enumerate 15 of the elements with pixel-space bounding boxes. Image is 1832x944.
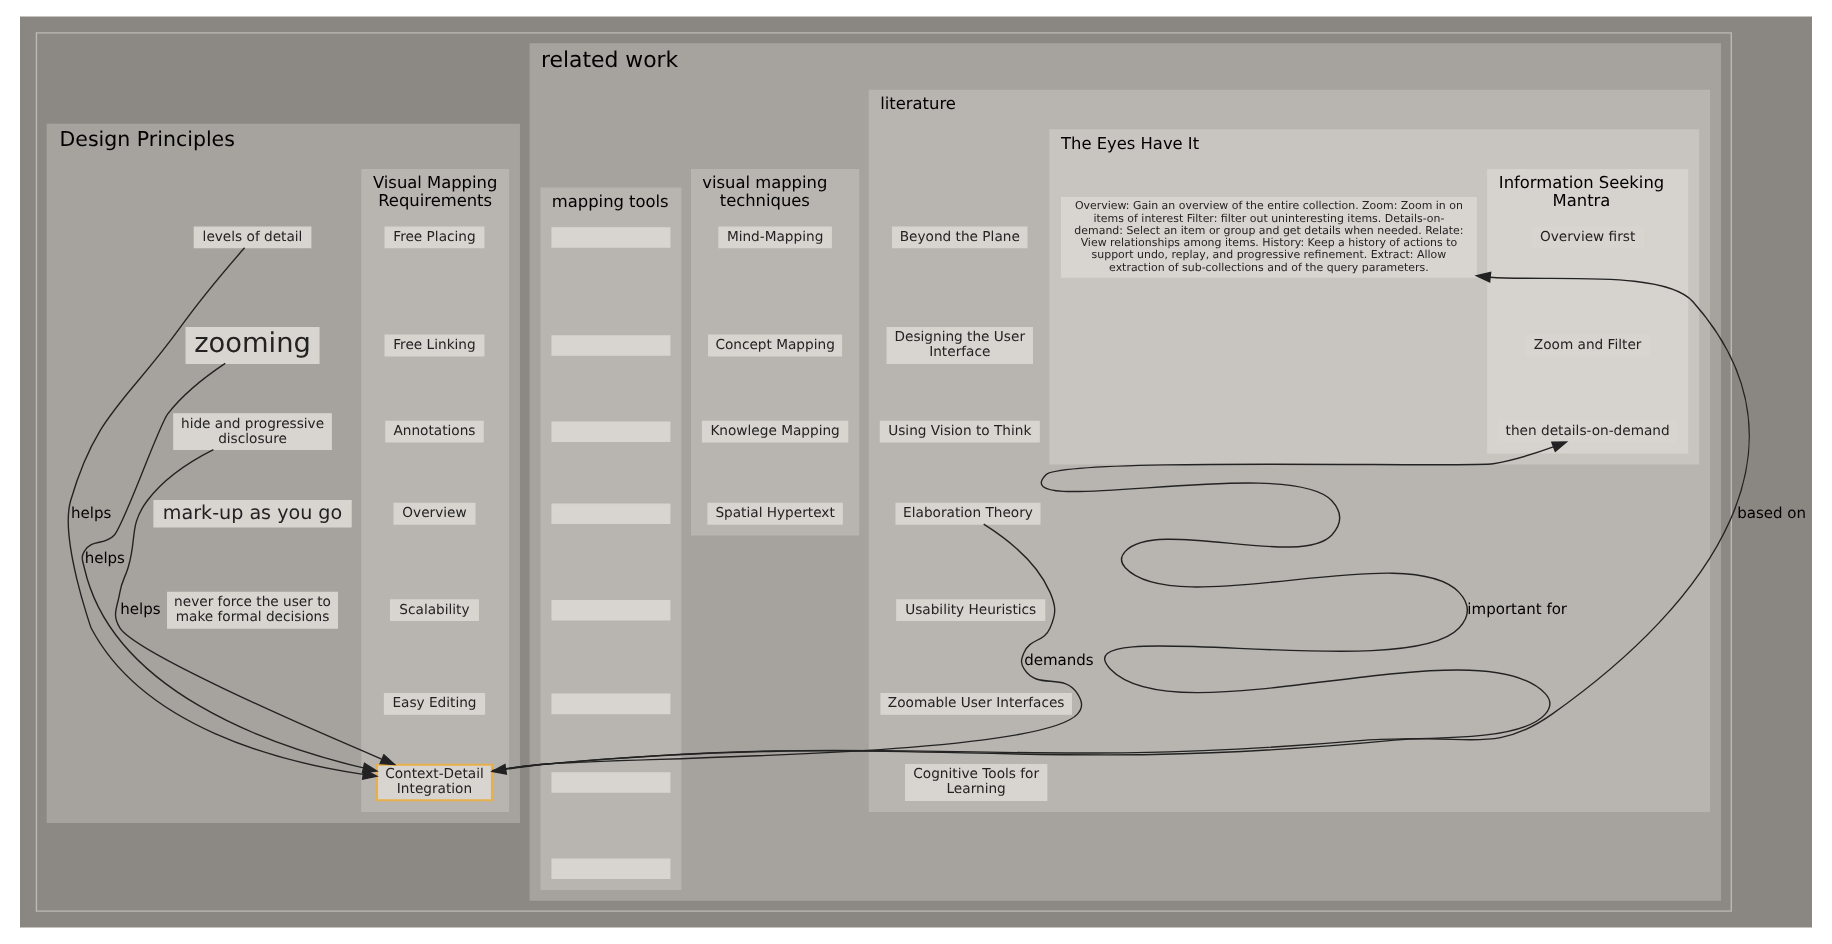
node-box: mark-up as you go: [153, 500, 352, 528]
cluster: mapping tools: [540, 187, 682, 890]
node-box: [551, 421, 671, 442]
arrow: [81, 362, 379, 774]
node-box: [551, 503, 671, 524]
node-box: [551, 693, 671, 715]
node-box: [551, 227, 671, 248]
arrow: [114, 448, 397, 766]
cluster: [35, 32, 1732, 912]
node-box: [551, 599, 671, 621]
node-box: [551, 858, 671, 879]
node-box: zooming: [185, 327, 320, 364]
node-box: [551, 335, 671, 356]
arrow: [491, 271, 1750, 772]
node-box: [551, 772, 671, 793]
